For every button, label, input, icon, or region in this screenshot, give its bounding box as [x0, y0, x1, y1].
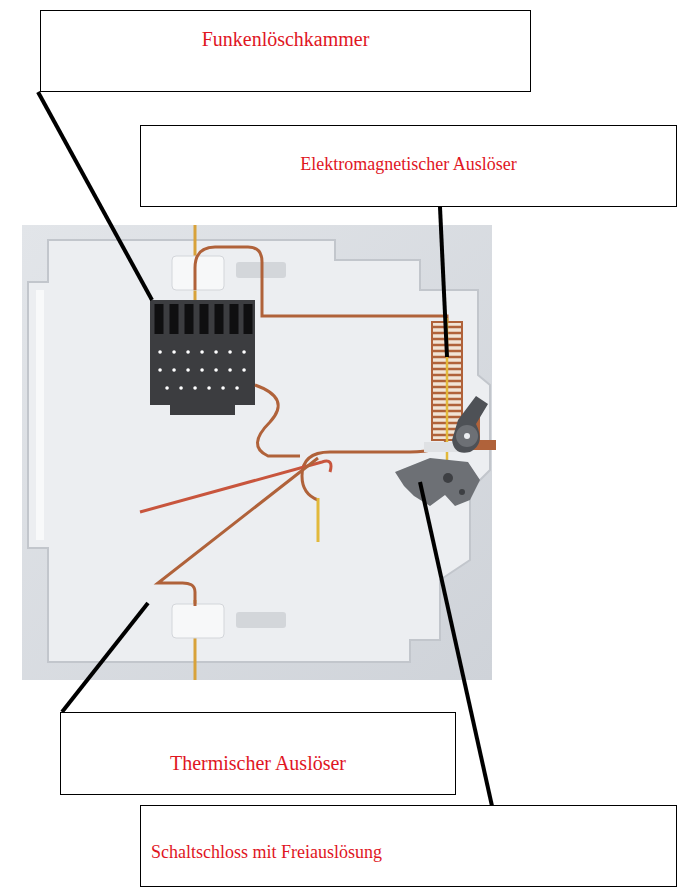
bottom-screw: [236, 612, 286, 628]
part-name: Elektromagnetischer Auslöser: [151, 154, 666, 176]
bimetal-conductor: [158, 458, 318, 606]
leader-line: [38, 92, 152, 300]
part-name: Funkenlöschkammer: [51, 27, 520, 51]
mechanism-pivot: [459, 489, 465, 495]
label-box: Elektromagnetischer Auslöser: [140, 125, 677, 207]
leader-line: [440, 207, 447, 357]
din-rail-slot: [36, 290, 44, 540]
part-name: Schaltschloss mit Freiauslösung: [151, 842, 666, 864]
breaker-housing: [28, 240, 490, 662]
top-terminal: [172, 256, 224, 290]
label-box: Thermischer Auslöser: [60, 712, 456, 795]
photo-background: [22, 225, 492, 680]
copper-conductor: [195, 247, 447, 322]
bottom-terminal: [172, 604, 224, 638]
leader-line: [62, 603, 148, 712]
label-box: Schaltschloss mit Freiauslösung: [140, 805, 677, 887]
arc-chute-plates: [159, 304, 248, 334]
arc-chute: [150, 300, 255, 415]
switch-mechanism: [395, 458, 480, 506]
part-name: Thermischer Auslöser: [71, 751, 445, 775]
trip-pin: [317, 498, 320, 542]
label-box: Funkenlöschkammer: [40, 10, 531, 92]
handle-hub: [456, 425, 478, 447]
arc-runner: [255, 385, 300, 456]
handle-axis: [464, 433, 470, 439]
arc-chute-holes: [160, 352, 244, 388]
switch-handle: [452, 396, 488, 453]
mechanism-pivot: [443, 473, 453, 483]
